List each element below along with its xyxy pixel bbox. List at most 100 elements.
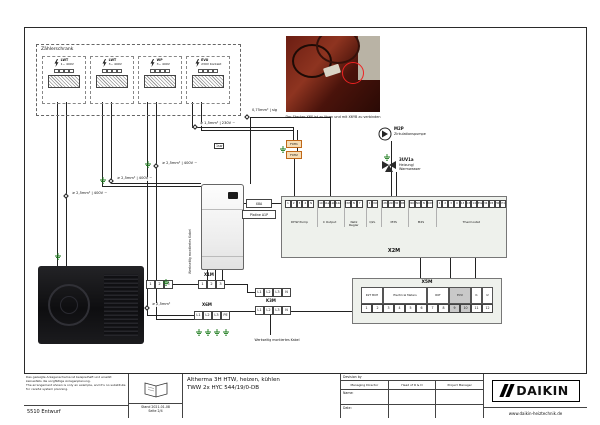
terminal-group-label: Q2L <box>369 220 376 224</box>
disclaimer-de: Das gezeigte Anlagenschema ist beispielh… <box>26 375 112 383</box>
role-project-manager: Project Manager <box>447 382 472 387</box>
terminal-cell: 12 <box>482 304 493 313</box>
terminal-group-label: DHW Pump <box>291 220 308 224</box>
terminal-cell: 1 <box>436 200 443 208</box>
terminal-group-label: Netz Regler <box>349 220 359 228</box>
terminal-cell: 3 <box>296 200 303 208</box>
role-head-rd: Head of R & D <box>389 381 437 389</box>
wire <box>272 203 281 204</box>
pcb-connector-x8a: X8A <box>246 199 272 208</box>
terminal-group-label: Electrical Meters <box>383 287 427 304</box>
terminal-group-label: I1 <box>471 287 482 304</box>
terminal-cell: L1 <box>255 288 264 297</box>
ground-icon <box>195 322 203 336</box>
wire <box>111 183 201 184</box>
wire <box>247 292 255 293</box>
indoor-unit-display <box>228 192 238 199</box>
terminal-cell: L3 <box>212 311 221 320</box>
terminal-group-label: M2S <box>417 220 425 224</box>
revision-date: Stand 2021-01-08 <box>141 405 170 409</box>
date-row: Date: <box>341 404 483 418</box>
terminal-cell: 10 <box>460 304 471 313</box>
terminal-cell: N <box>282 306 291 315</box>
lightning-icon <box>150 59 155 67</box>
terminal-cell: L2 <box>203 311 212 320</box>
cable-label-25: ≥ 2,5mm² <box>151 302 172 307</box>
terminal-cell: L2 <box>264 288 273 297</box>
ground-icon <box>383 147 391 161</box>
cable-label-230v: ≥ 1,5mm² | 230V ~ <box>199 121 237 126</box>
meter-terminal <box>69 68 74 73</box>
terminal-cell: COM <box>427 200 433 208</box>
photo-wire <box>316 36 360 64</box>
terminal-group-label: I2 <box>482 287 493 304</box>
wire <box>244 203 246 204</box>
meter-terminal <box>213 68 218 73</box>
drawing-title: Altherma 3H HTW, heizen, kühlen TWW 2x H… <box>183 374 341 418</box>
daikin-logo: DAIKIN <box>491 379 580 402</box>
terminal-group-label: C Output <box>322 220 337 224</box>
terminal-cell: 2 <box>290 200 297 208</box>
terminal-cell: C3 <box>465 200 472 208</box>
terminal-cell: N5 <box>399 200 406 208</box>
meter-symbol <box>96 74 128 88</box>
revision-stamp <box>129 374 182 403</box>
terminal-cell: 1 <box>198 280 207 289</box>
fuse-f0h2: F0H2 <box>286 151 302 159</box>
terminal-cell: 3 <box>383 304 394 313</box>
terminal-cell: 3 <box>216 280 225 289</box>
approval-table: Devision by Managing Director Head of R … <box>341 374 484 418</box>
ground-icon <box>162 272 170 286</box>
terminal-cell: 11b <box>329 200 336 208</box>
outdoor-fan <box>48 284 90 326</box>
terminal-cell: N <box>350 200 357 208</box>
terminal-cell: 2 <box>442 200 449 208</box>
highlight-circle <box>342 62 364 84</box>
meter-name: WP <box>156 58 163 62</box>
wire <box>330 117 331 196</box>
terminal-cell: 1 <box>361 304 372 313</box>
signature-cell <box>436 390 483 404</box>
terminal-group-label: M3S <box>390 220 397 224</box>
terminal-cell: 2 <box>155 280 164 289</box>
terminal-cell: L1 <box>255 306 264 315</box>
meter-terminal <box>102 68 107 73</box>
wire <box>147 102 148 315</box>
wire <box>294 159 295 196</box>
terminal-cell: 1 <box>146 280 155 289</box>
terminal-cell: 4 <box>453 200 460 208</box>
ground-icon <box>213 322 221 336</box>
terminal-cell: 4 <box>394 304 405 313</box>
division-header: Devision by <box>341 374 483 381</box>
terminal-cell: 14 <box>471 200 478 208</box>
meter-spec: 3~ 400V <box>108 61 122 66</box>
terminal-cell: N <box>420 200 427 208</box>
wire <box>156 102 157 319</box>
wire <box>291 311 352 312</box>
indoor-seam <box>202 256 243 257</box>
meter-terminal <box>198 68 203 73</box>
terminal-cell: PE <box>221 311 230 320</box>
valve-desc-2: Warmwasser <box>399 166 421 171</box>
meter-cabinet-title: Zählerschrank <box>41 47 74 52</box>
revision-icon <box>144 381 167 397</box>
revision-column: Stand 2021-01-08 Seite 2/4 <box>129 374 183 418</box>
terminal-cell: 230V <box>345 200 351 208</box>
terminal-cell: N2 <box>372 200 379 208</box>
meter-spec: 230V Kontakt <box>201 61 222 66</box>
indoor-unit <box>201 184 244 270</box>
website-link[interactable]: www.daikin-heiztechnik.de <box>484 407 587 418</box>
wire <box>450 258 451 278</box>
wire <box>293 127 294 142</box>
fuse-f0h1: F0H1 <box>286 140 302 148</box>
terminal-cell: 13 <box>459 200 466 208</box>
meter-terminal <box>112 68 117 73</box>
